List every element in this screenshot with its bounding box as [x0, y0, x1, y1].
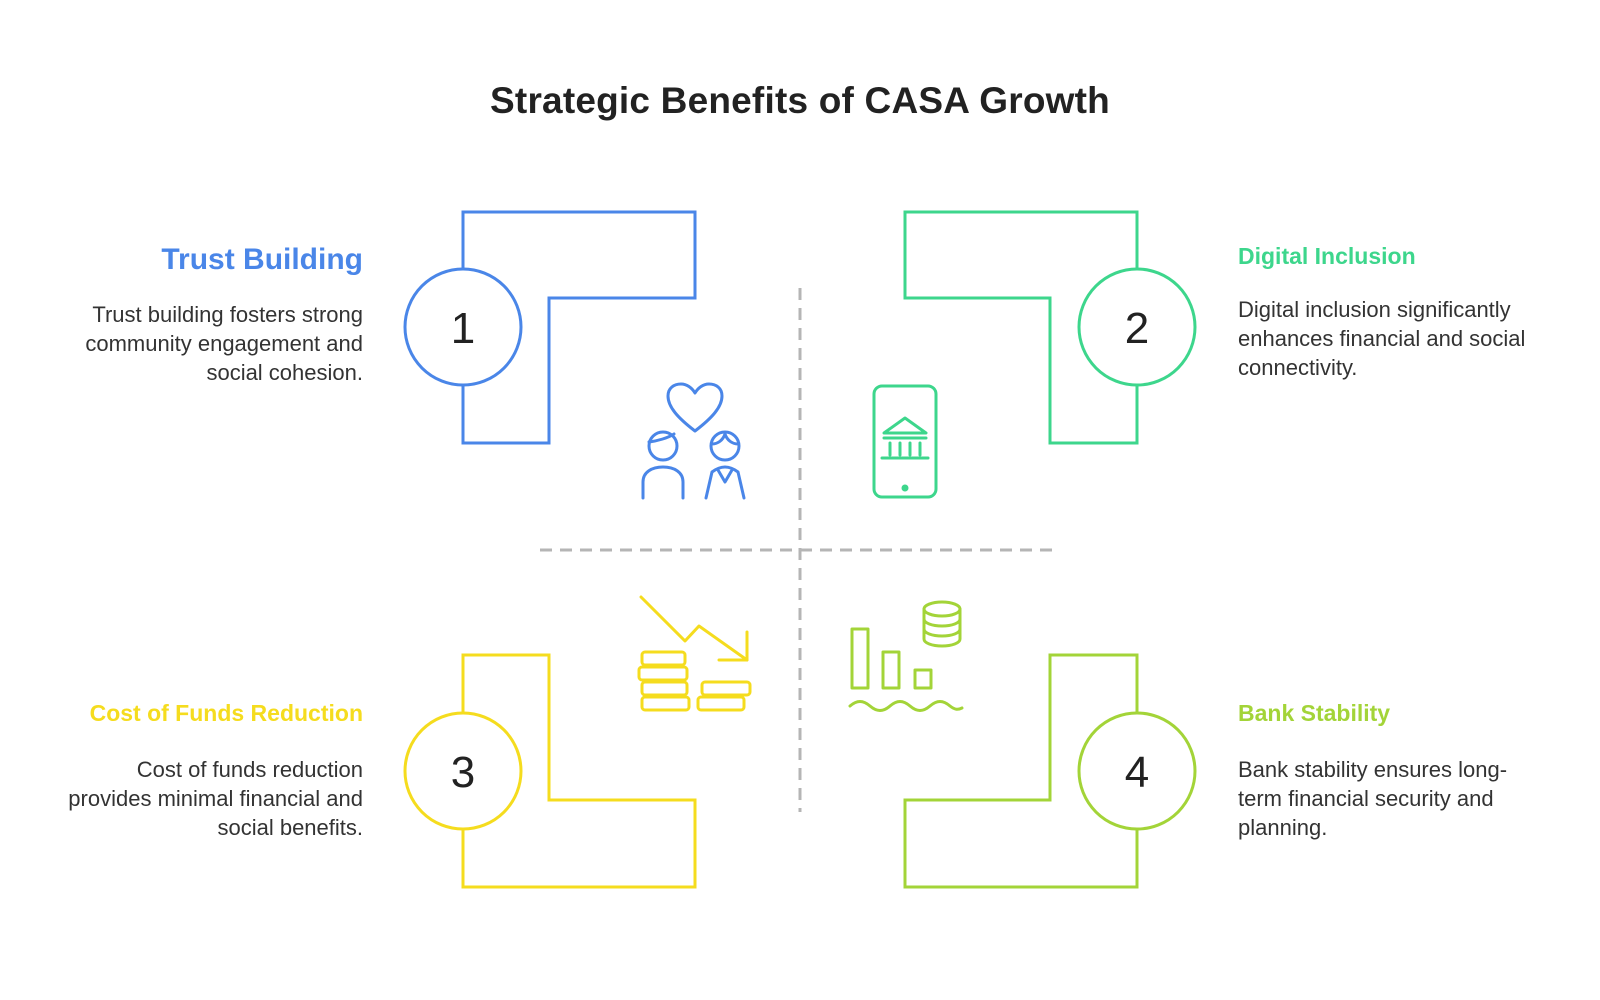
quadrant-3-frame: [461, 653, 697, 889]
coins-down-trend-icon: [637, 595, 752, 712]
heading-cost-of-funds-reduction: Cost of Funds Reduction: [89, 700, 363, 726]
people-heart-icon: [641, 382, 746, 500]
mobile-bank-icon: [872, 384, 938, 499]
number-circle-1: [403, 267, 523, 387]
heading-trust-building: Trust Building: [161, 243, 363, 276]
description-trust-building: Trust building fosters strong community …: [85, 302, 363, 385]
quadrant-4: [903, 653, 1197, 889]
number-circle-3: [403, 711, 523, 831]
quadrant-2-frame: [903, 210, 1139, 445]
number-2: 2: [1125, 304, 1149, 353]
quadrant-2: [903, 210, 1197, 445]
description-bank-stability: Bank stability ensures long-term financi…: [1238, 757, 1508, 840]
heading-bank-stability: Bank Stability: [1238, 700, 1391, 726]
number-3: 3: [451, 748, 475, 797]
heading-digital-inclusion: Digital Inclusion: [1238, 243, 1416, 269]
quadrant-1: [403, 210, 697, 445]
number-1: 1: [451, 304, 475, 353]
quadrant-3: [403, 653, 697, 889]
description-digital-inclusion: Digital inclusion significantly enhances…: [1238, 297, 1526, 380]
number-circle-4: [1077, 711, 1197, 831]
quadrant-4-frame: [903, 653, 1139, 889]
bars-coins-stability-icon: [848, 600, 964, 712]
description-cost-of-funds-reduction: Cost of funds reduction provides minimal…: [68, 757, 363, 840]
number-circle-2: [1077, 267, 1197, 387]
number-4: 4: [1125, 748, 1149, 797]
page-title: Strategic Benefits of CASA Growth: [490, 80, 1110, 121]
quadrant-1-frame: [461, 210, 697, 445]
